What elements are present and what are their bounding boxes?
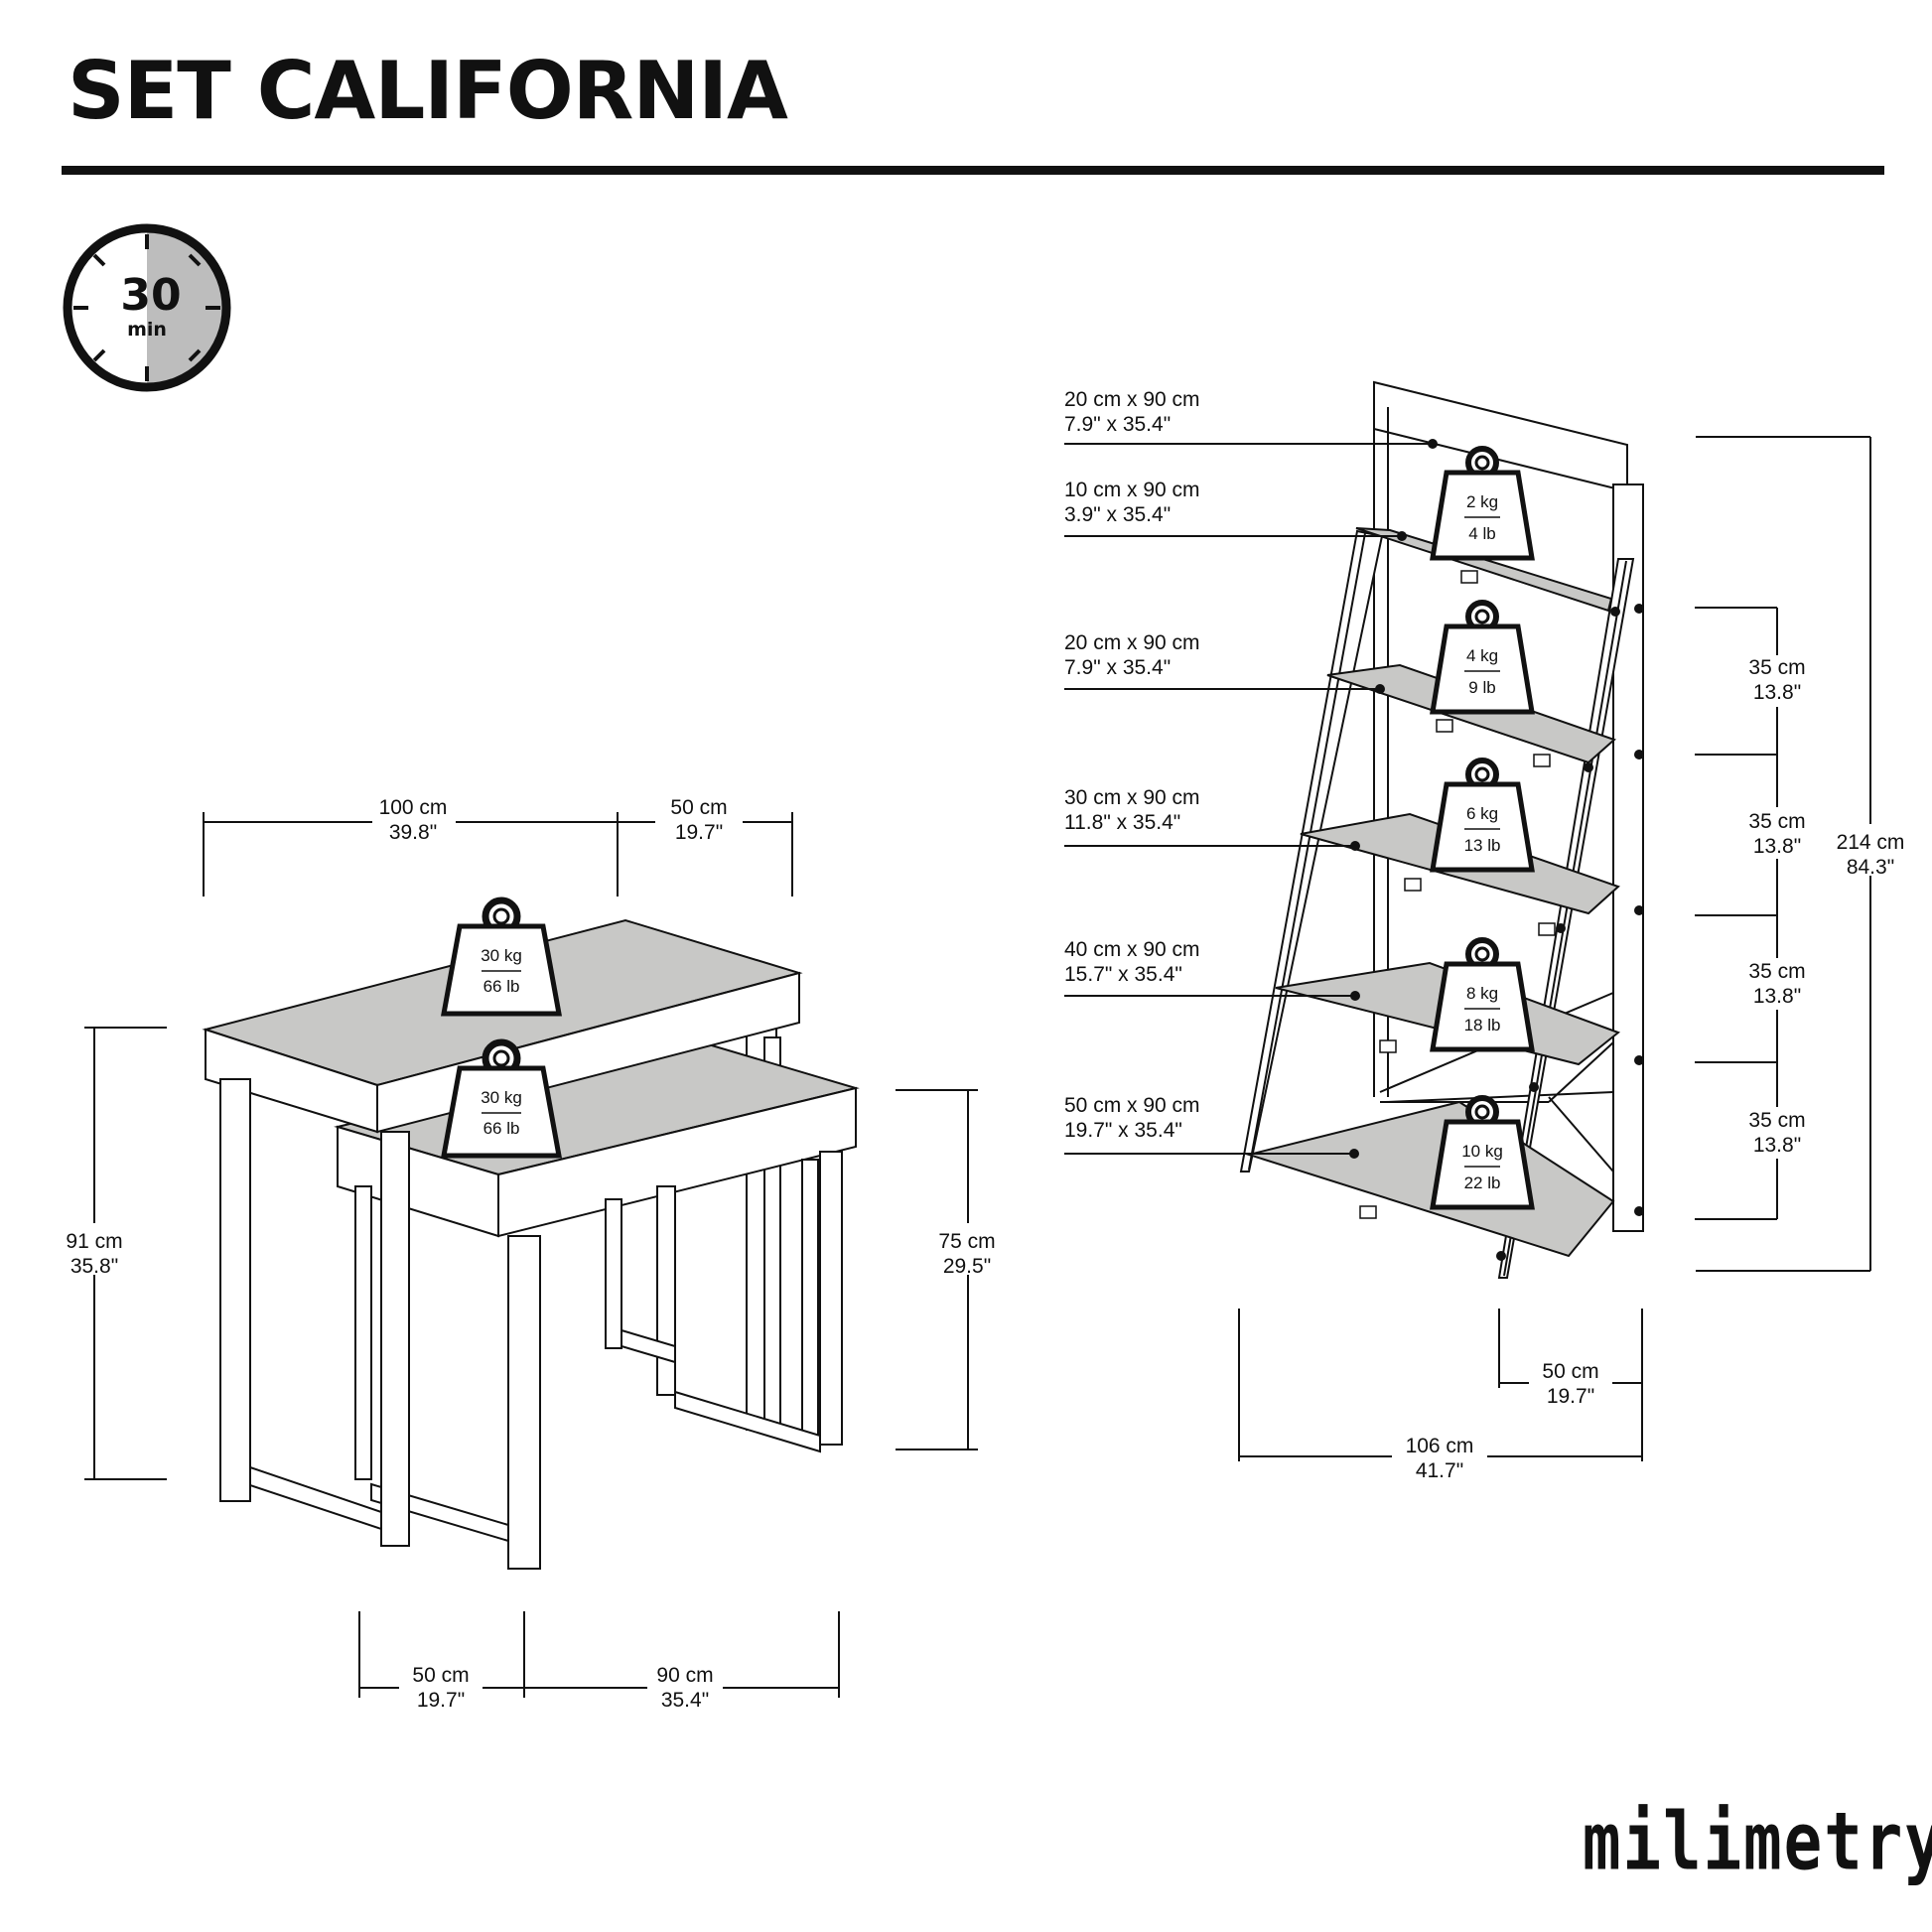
svg-text:8 kg: 8 kg xyxy=(1466,984,1498,1003)
svg-text:29.5": 29.5" xyxy=(943,1255,991,1278)
shelf-weight-icon: 4 kg 9 lb xyxy=(1430,600,1535,715)
svg-text:15.7" x 35.4": 15.7" x 35.4" xyxy=(1064,963,1182,986)
shelf-spacing-label: 35 cm 13.8" xyxy=(1739,807,1815,859)
svg-text:2 kg: 2 kg xyxy=(1466,492,1498,511)
svg-text:35 cm: 35 cm xyxy=(1748,656,1805,679)
title-rule xyxy=(62,166,1884,175)
shelf-leader-dots xyxy=(1349,439,1438,1159)
desk-height-small-label: 75 cm 29.5" xyxy=(930,1223,1006,1278)
shelf-depth-label: 50 cm 19.7" xyxy=(1529,1357,1612,1409)
svg-text:66 lb: 66 lb xyxy=(483,977,520,996)
shelf-weight-icon: 10 kg 22 lb xyxy=(1430,1095,1535,1210)
shelf-leader-lines xyxy=(1064,443,1433,1155)
shelf-panel-label: 30 cm x 90 cm 11.8" x 35.4" xyxy=(1064,786,1200,834)
svg-text:9 lb: 9 lb xyxy=(1468,678,1495,697)
svg-text:30 kg: 30 kg xyxy=(481,946,522,965)
svg-text:3.9" x 35.4": 3.9" x 35.4" xyxy=(1064,503,1171,526)
svg-text:100 cm: 100 cm xyxy=(379,796,448,819)
svg-text:10 cm x 90 cm: 10 cm x 90 cm xyxy=(1064,479,1200,501)
shelf-width-label: 106 cm 41.7" xyxy=(1392,1430,1487,1482)
shelf-spacing-label: 35 cm 13.8" xyxy=(1739,958,1815,1010)
svg-text:40 cm x 90 cm: 40 cm x 90 cm xyxy=(1064,938,1200,961)
svg-text:90 cm: 90 cm xyxy=(656,1664,713,1687)
assembly-timer-icon: 30 min xyxy=(63,223,231,392)
svg-text:50 cm: 50 cm xyxy=(670,796,727,819)
svg-text:214 cm: 214 cm xyxy=(1837,831,1905,854)
nesting-desks-drawing xyxy=(202,918,860,1570)
desk-weight-icon: 30 kg 66 lb xyxy=(441,897,562,1017)
svg-text:35.4": 35.4" xyxy=(661,1689,709,1712)
svg-text:20 cm x 90 cm: 20 cm x 90 cm xyxy=(1064,631,1200,654)
svg-text:84.3": 84.3" xyxy=(1847,856,1894,879)
svg-text:7.9" x 35.4": 7.9" x 35.4" xyxy=(1064,413,1171,436)
svg-text:39.8": 39.8" xyxy=(389,821,437,844)
svg-text:41.7": 41.7" xyxy=(1416,1459,1463,1482)
svg-text:13.8": 13.8" xyxy=(1753,681,1801,704)
svg-text:19.7": 19.7" xyxy=(675,821,723,844)
svg-text:66 lb: 66 lb xyxy=(483,1119,520,1138)
svg-text:50 cm: 50 cm xyxy=(1542,1360,1598,1383)
shelf-spacing-label: 35 cm 13.8" xyxy=(1739,1107,1815,1159)
svg-text:13.8": 13.8" xyxy=(1753,1134,1801,1157)
shelf-spacing-label: 35 cm 13.8" xyxy=(1739,655,1815,707)
svg-text:13 lb: 13 lb xyxy=(1464,836,1501,855)
svg-text:11.8" x 35.4": 11.8" x 35.4" xyxy=(1064,811,1180,834)
desk-height-large-label: 91 cm 35.8" xyxy=(58,1223,133,1278)
svg-text:4 lb: 4 lb xyxy=(1468,524,1495,543)
svg-text:50 cm x 90 cm: 50 cm x 90 cm xyxy=(1064,1094,1200,1117)
svg-text:20 cm x 90 cm: 20 cm x 90 cm xyxy=(1064,388,1200,411)
shelf-panel-label: 50 cm x 90 cm 19.7" x 35.4" xyxy=(1064,1094,1200,1142)
desk-weight-icon: 30 kg 66 lb xyxy=(441,1038,562,1159)
shelf-height-label: 214 cm 84.3" xyxy=(1827,824,1914,879)
shelf-weight-icon: 2 kg 4 lb xyxy=(1430,446,1535,561)
shelf-panel-label: 20 cm x 90 cm 7.9" x 35.4" xyxy=(1064,631,1200,679)
svg-text:35 cm: 35 cm xyxy=(1748,810,1805,833)
timer-value: 30 xyxy=(120,270,181,321)
brand-logo: milimetry xyxy=(1583,1797,1932,1889)
svg-text:18 lb: 18 lb xyxy=(1464,1016,1501,1035)
timer-unit: min xyxy=(127,319,167,341)
svg-text:35 cm: 35 cm xyxy=(1748,1109,1805,1132)
svg-text:6 kg: 6 kg xyxy=(1466,804,1498,823)
svg-text:22 lb: 22 lb xyxy=(1464,1173,1501,1192)
shelf-weight-icon: 8 kg 18 lb xyxy=(1430,937,1535,1052)
svg-text:35.8": 35.8" xyxy=(70,1255,118,1278)
svg-text:10 kg: 10 kg xyxy=(1461,1142,1503,1161)
shelf-panel-label: 40 cm x 90 cm 15.7" x 35.4" xyxy=(1064,938,1200,986)
shelf-weight-icon: 6 kg 13 lb xyxy=(1430,758,1535,873)
desk-depth-large-label: 50 cm 19.7" xyxy=(655,789,743,844)
svg-text:19.7" x 35.4": 19.7" x 35.4" xyxy=(1064,1119,1182,1142)
page-title: SET CALIFORNIA xyxy=(68,45,788,137)
svg-text:4 kg: 4 kg xyxy=(1466,646,1498,665)
svg-text:35 cm: 35 cm xyxy=(1748,960,1805,983)
desk-length-small-label: 90 cm 35.4" xyxy=(647,1658,723,1712)
shelf-panel-label: 20 cm x 90 cm 7.9" x 35.4" xyxy=(1064,388,1200,436)
svg-text:7.9" x 35.4": 7.9" x 35.4" xyxy=(1064,656,1171,679)
svg-text:13.8": 13.8" xyxy=(1753,985,1801,1008)
desk-depth-small-label: 50 cm 19.7" xyxy=(399,1658,483,1712)
svg-text:13.8": 13.8" xyxy=(1753,835,1801,858)
desk-length-large-label: 100 cm 39.8" xyxy=(372,789,456,844)
svg-text:19.7": 19.7" xyxy=(417,1689,465,1712)
svg-text:91 cm: 91 cm xyxy=(66,1230,122,1253)
svg-text:30 cm x 90 cm: 30 cm x 90 cm xyxy=(1064,786,1200,809)
svg-text:75 cm: 75 cm xyxy=(938,1230,995,1253)
svg-text:50 cm: 50 cm xyxy=(412,1664,469,1687)
svg-text:19.7": 19.7" xyxy=(1547,1385,1594,1408)
svg-text:106 cm: 106 cm xyxy=(1406,1435,1474,1457)
shelf-panel-label: 10 cm x 90 cm 3.9" x 35.4" xyxy=(1064,479,1200,526)
svg-text:30 kg: 30 kg xyxy=(481,1088,522,1107)
